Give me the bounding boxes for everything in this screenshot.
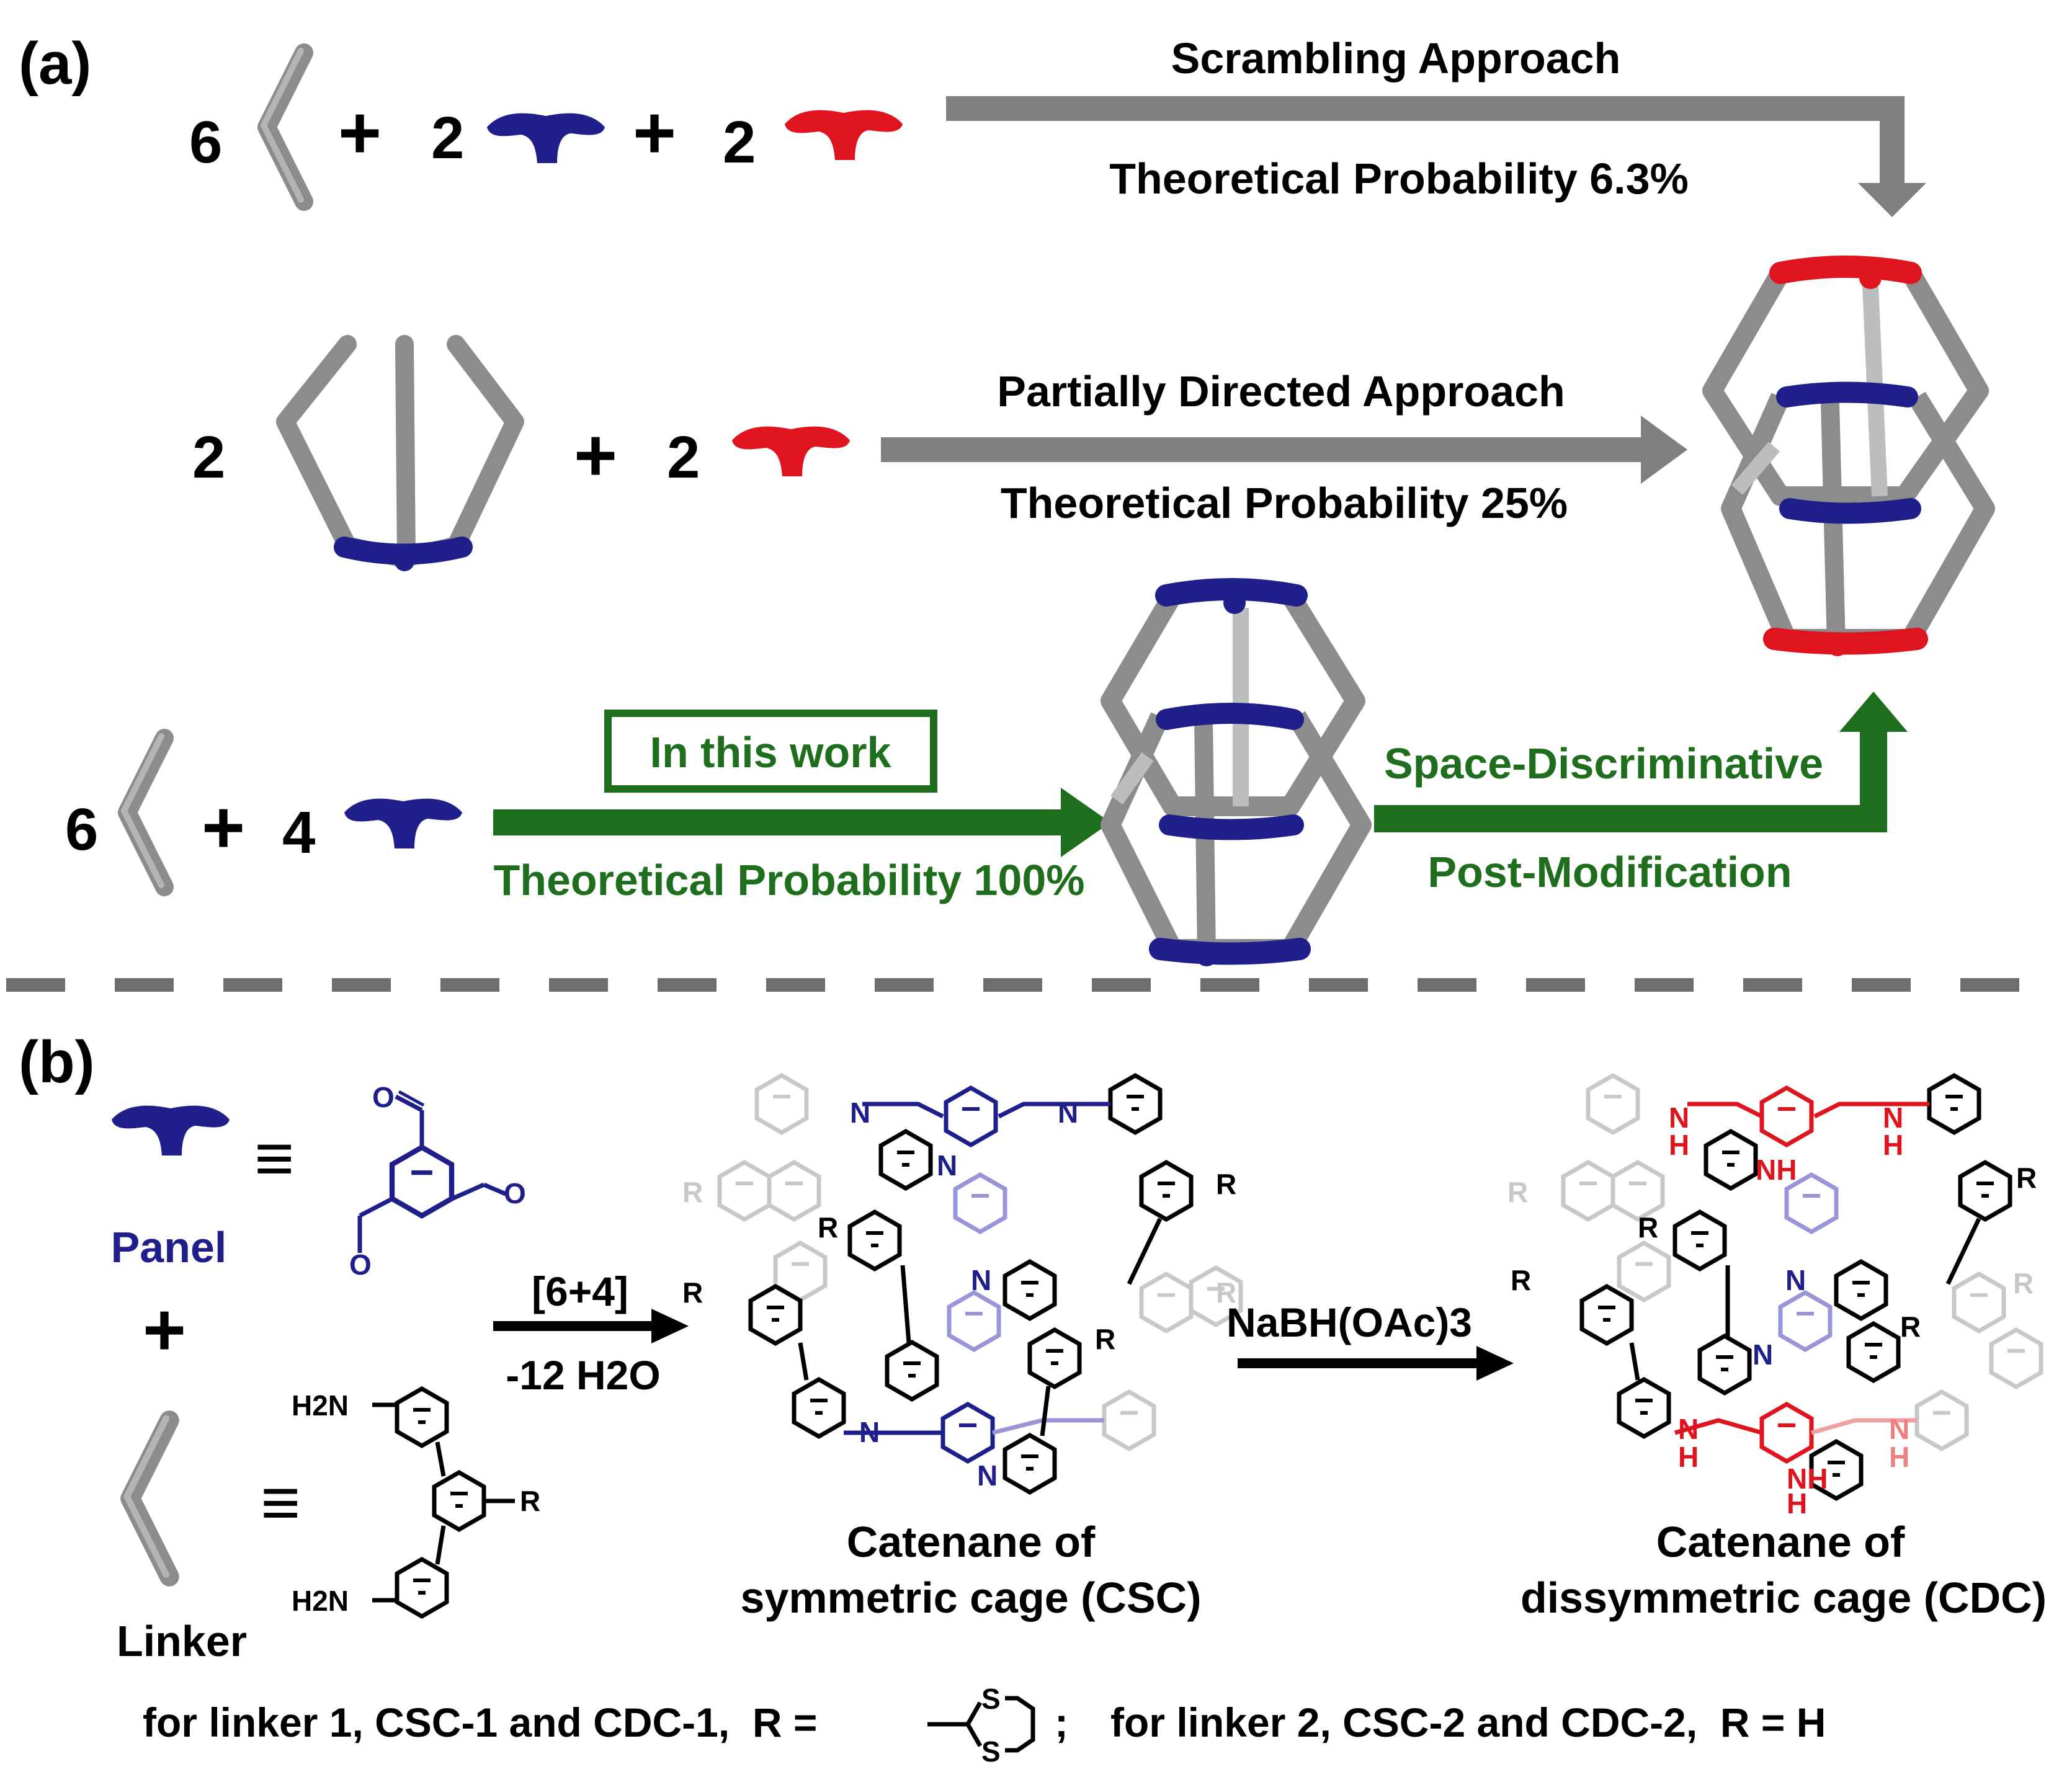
csc-name-line1: Catenane of <box>847 1518 1096 1566</box>
panel-b-label: (b) <box>19 1029 95 1095</box>
scrambling-arrow <box>946 96 1926 217</box>
cdc-nh-2: N <box>1883 1102 1903 1134</box>
csc-n-4: N <box>971 1264 991 1296</box>
csc-catenane-model <box>1101 578 1372 966</box>
dithiane-s-bottom: S <box>981 1735 1001 1768</box>
row3-coef-panel: 4 <box>282 799 315 866</box>
linker-icon <box>264 51 304 202</box>
panel-equiv: ≡ <box>254 1120 294 1196</box>
row1-plus1: + <box>338 91 382 174</box>
row2-coef-red: 2 <box>667 424 700 491</box>
aldehyde-o-right: O <box>504 1177 526 1209</box>
row2-coef-cage: 2 <box>192 424 225 491</box>
scrambling-title: Scrambling Approach <box>1171 34 1621 82</box>
dithiane-s-top: S <box>981 1683 1001 1715</box>
cdc-h-8: H <box>1889 1441 1909 1473</box>
row2-plus: + <box>574 414 617 497</box>
csc-name-line2: symmetric cage (CSC) <box>740 1574 1201 1622</box>
cdc-nh-8: N <box>1889 1413 1909 1445</box>
csc-n-2: N <box>1058 1097 1078 1129</box>
cdc-h-2: H <box>1883 1129 1903 1161</box>
linker-equiv: ≡ <box>261 1464 300 1541</box>
scrambling-probability: Theoretical Probability 6.3% <box>1109 154 1689 203</box>
linker-icon-row3 <box>124 736 164 887</box>
reaction1-bottom: -12 H2O <box>506 1352 660 1398</box>
cdc-r-3: R <box>1638 1211 1658 1244</box>
linker-name: Linker <box>117 1617 247 1665</box>
footer-separator: ; <box>1055 1699 1068 1745</box>
row1-coef-red: 2 <box>723 109 756 176</box>
aldehyde-o-top: O <box>372 1081 395 1113</box>
csc-r-6: R <box>1216 1276 1236 1309</box>
cdc-nh-3: NH <box>1756 1154 1797 1186</box>
panel-blue-icon-row3 <box>344 798 462 848</box>
cdc-catenane-model <box>1702 256 1995 656</box>
csc-structure <box>720 1075 1241 1492</box>
csc-n-5: N <box>859 1416 880 1448</box>
reaction2-label: NaBH(OAc)3 <box>1226 1299 1472 1345</box>
reaction2-arrow <box>1238 1346 1514 1381</box>
panel-red-icon-row2 <box>732 426 850 476</box>
linker-r-group: R <box>520 1485 540 1517</box>
cdc-h-7: H <box>1787 1487 1807 1520</box>
panel-name: Panel <box>111 1223 227 1271</box>
cdc-h-6: H <box>1678 1441 1699 1473</box>
cdc-r-4: R <box>1511 1264 1531 1296</box>
linker-icon-legend <box>127 1418 169 1577</box>
cdc-r-5: R <box>1900 1311 1921 1343</box>
panel-a-label: (a) <box>19 30 91 97</box>
row3-coef-linker: 6 <box>65 796 98 863</box>
cdc-r-1: R <box>1507 1176 1528 1208</box>
post-modification-label: Post-Modification <box>1427 848 1792 896</box>
full-probability: Theoretical Probability 100% <box>493 856 1084 904</box>
row1-coef-panel: 2 <box>431 105 464 171</box>
cdc-name-line2: dissymmetric cage (CDC) <box>1521 1574 2047 1622</box>
csc-n-6: N <box>977 1459 998 1492</box>
csc-r-5: R <box>1095 1323 1115 1355</box>
footer-right: for linker 2, CSC-2 and CDC-2, R = H <box>1110 1699 1826 1745</box>
aldehyde-o-left: O <box>349 1249 372 1281</box>
cdc-n-5: N <box>1753 1338 1773 1371</box>
reaction1-arrow <box>493 1309 689 1343</box>
directed-arrow <box>493 788 1110 857</box>
dithiane-structure <box>927 1696 1035 1753</box>
partial-title: Partially Directed Approach <box>997 367 1565 416</box>
row1-coef-linker: 6 <box>189 109 222 176</box>
csc-n-1: N <box>850 1097 870 1129</box>
row1-plus2: + <box>633 91 676 174</box>
csc-r-3: R <box>818 1211 838 1244</box>
footer-left: for linker 1, CSC-1 and CDC-1, R = <box>143 1699 817 1745</box>
csc-r-4: R <box>682 1276 703 1309</box>
partial-probability: Theoretical Probability 25% <box>1001 479 1568 527</box>
trialdehyde-structure <box>357 1090 507 1253</box>
post-modification-arrow <box>1374 692 1908 832</box>
linker-structure <box>372 1389 515 1616</box>
cdc-nh-6: N <box>1678 1413 1699 1445</box>
cdc-structure <box>1563 1075 2041 1498</box>
cdc-n-4: N <box>1785 1264 1806 1296</box>
half-cage-icon <box>276 335 524 571</box>
panel-icon-legend <box>112 1105 230 1155</box>
cdc-r-2: R <box>2016 1162 2037 1194</box>
csc-r-1: R <box>682 1176 703 1208</box>
csc-n-3: N <box>937 1149 957 1182</box>
cdc-h-1: H <box>1669 1129 1689 1161</box>
partial-arrow <box>881 416 1687 484</box>
reaction1-top: [6+4] <box>532 1268 628 1314</box>
space-discriminative-label: Space-Discriminative <box>1384 739 1823 788</box>
cdc-nh-7: NH <box>1787 1463 1828 1495</box>
cdc-nh-1: N <box>1669 1102 1689 1134</box>
row3-plus: + <box>202 786 245 869</box>
amine-bottom: H2N <box>292 1585 349 1617</box>
in-this-work-label: In this work <box>650 728 891 777</box>
panel-red-icon <box>785 110 903 160</box>
csc-r-2: R <box>1216 1168 1236 1200</box>
amine-top: H2N <box>292 1389 349 1422</box>
in-this-work-box <box>604 710 937 793</box>
panel-blue-icon <box>487 113 605 163</box>
panel-b-plus: + <box>143 1288 186 1371</box>
cdc-r-6: R <box>2013 1267 2034 1299</box>
cdc-name-line1: Catenane of <box>1656 1518 1905 1566</box>
